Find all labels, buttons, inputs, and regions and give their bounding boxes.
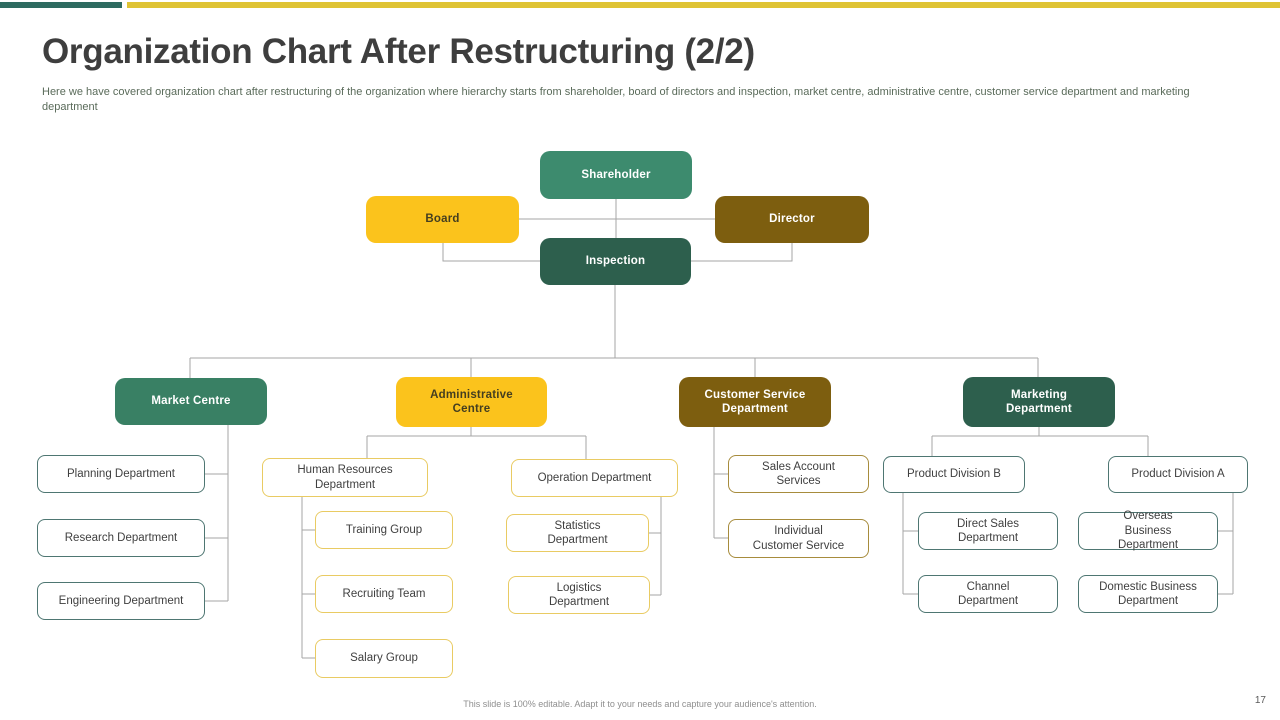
page-number: 17 [1254,695,1266,706]
org-node-research-department[interactable]: Research Department [37,519,205,557]
org-node-direct-sales-department[interactable]: Direct Sales Department [918,512,1058,550]
accent-bar-teal [0,2,122,8]
org-node-overseas-business-department[interactable]: Overseas Business Department [1078,510,1218,551]
org-node-training-group[interactable]: Training Group [315,511,453,549]
org-node-domestic-business-department[interactable]: Domestic Business Department [1078,575,1218,613]
org-node-engineering-department[interactable]: Engineering Department [37,582,205,620]
org-node-logistics-department[interactable]: Logistics Department [508,576,650,614]
org-node-board[interactable]: Board [366,196,519,243]
page-title: Organization Chart After Restructuring (… [42,32,755,71]
accent-bar-yellow [127,2,1280,8]
org-node-customer-service-department[interactable]: Customer Service Department [679,377,831,427]
org-node-shareholder[interactable]: Shareholder [540,151,692,199]
org-node-individual-customer-service[interactable]: Individual Customer Service [728,519,869,558]
org-node-sales-account-services[interactable]: Sales Account Services [728,455,869,493]
org-node-director[interactable]: Director [715,196,869,243]
org-node-channel-department[interactable]: Channel Department [918,575,1058,613]
org-node-operation-department[interactable]: Operation Department [511,459,678,497]
org-node-marketing-department[interactable]: Marketing Department [963,377,1115,427]
org-node-product-division-a[interactable]: Product Division A [1108,456,1248,493]
org-node-product-division-b[interactable]: Product Division B [883,456,1025,493]
org-node-human-resources-department[interactable]: Human Resources Department [262,458,428,497]
slide-footer-note: This slide is 100% editable. Adapt it to… [463,699,817,709]
org-node-salary-group[interactable]: Salary Group [315,639,453,678]
org-node-administrative-centre[interactable]: Administrative Centre [396,377,547,427]
org-node-market-centre[interactable]: Market Centre [115,378,267,425]
slide-subtitle: Here we have covered organization chart … [42,86,1190,113]
org-node-planning-department[interactable]: Planning Department [37,455,205,493]
org-node-statistics-department[interactable]: Statistics Department [506,514,649,552]
org-node-recruiting-team[interactable]: Recruiting Team [315,575,453,613]
org-node-inspection[interactable]: Inspection [540,238,691,285]
